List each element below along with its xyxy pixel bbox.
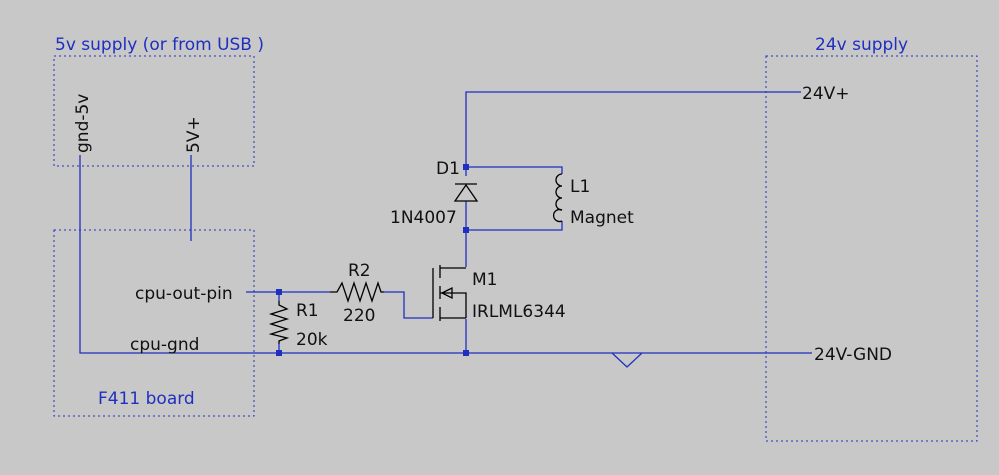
wire-24vplus bbox=[465, 91, 801, 167]
board-title: F411 board bbox=[98, 389, 195, 409]
ground-flag bbox=[611, 352, 643, 368]
pin-label-cpu-gnd: cpu-gnd bbox=[130, 335, 199, 355]
supply-5v-block bbox=[53, 55, 255, 167]
m1-reference: M1 bbox=[472, 270, 497, 290]
d1-value: 1N4007 bbox=[390, 208, 457, 228]
inductor-l1 bbox=[552, 173, 563, 223]
r2-value: 220 bbox=[343, 306, 375, 326]
l1-value: Magnet bbox=[570, 208, 634, 228]
junction-dots bbox=[276, 164, 469, 356]
pin-label-24vgnd: 24V-GND bbox=[814, 345, 892, 365]
pin-label-5vplus: 5V+ bbox=[184, 116, 204, 153]
resistor-r2 bbox=[330, 280, 384, 304]
junction-dot bbox=[276, 350, 282, 356]
m1-value: IRLML6344 bbox=[472, 302, 566, 322]
wire-gnd5v bbox=[79, 155, 279, 354]
r2-reference: R2 bbox=[348, 261, 371, 281]
l1-reference: L1 bbox=[570, 177, 590, 197]
junction-dot bbox=[463, 227, 469, 233]
supply-5v-title: 5v supply (or from USB ) bbox=[55, 35, 264, 55]
d1-reference: D1 bbox=[436, 159, 460, 179]
mosfet-m1 bbox=[432, 265, 467, 321]
r1-reference: R1 bbox=[296, 301, 319, 321]
pin-label-gnd5v: gnd-5v bbox=[73, 94, 93, 153]
board-block bbox=[53, 229, 255, 417]
wire-l1-top bbox=[466, 166, 563, 174]
pin-label-24vplus: 24V+ bbox=[802, 84, 850, 104]
junction-dot bbox=[463, 350, 469, 356]
junction-dot bbox=[463, 164, 469, 170]
diode-d1 bbox=[453, 183, 479, 202]
supply-24v-title: 24v supply bbox=[815, 35, 908, 55]
r1-value: 20k bbox=[296, 330, 328, 350]
pin-label-cpu-out: cpu-out-pin bbox=[135, 284, 233, 304]
supply-24v-block bbox=[765, 55, 978, 442]
wire-l1-bottom bbox=[466, 221, 563, 231]
wire-r2-gate bbox=[384, 291, 433, 319]
junction-dot bbox=[276, 289, 282, 295]
resistor-r1 bbox=[268, 301, 290, 344]
